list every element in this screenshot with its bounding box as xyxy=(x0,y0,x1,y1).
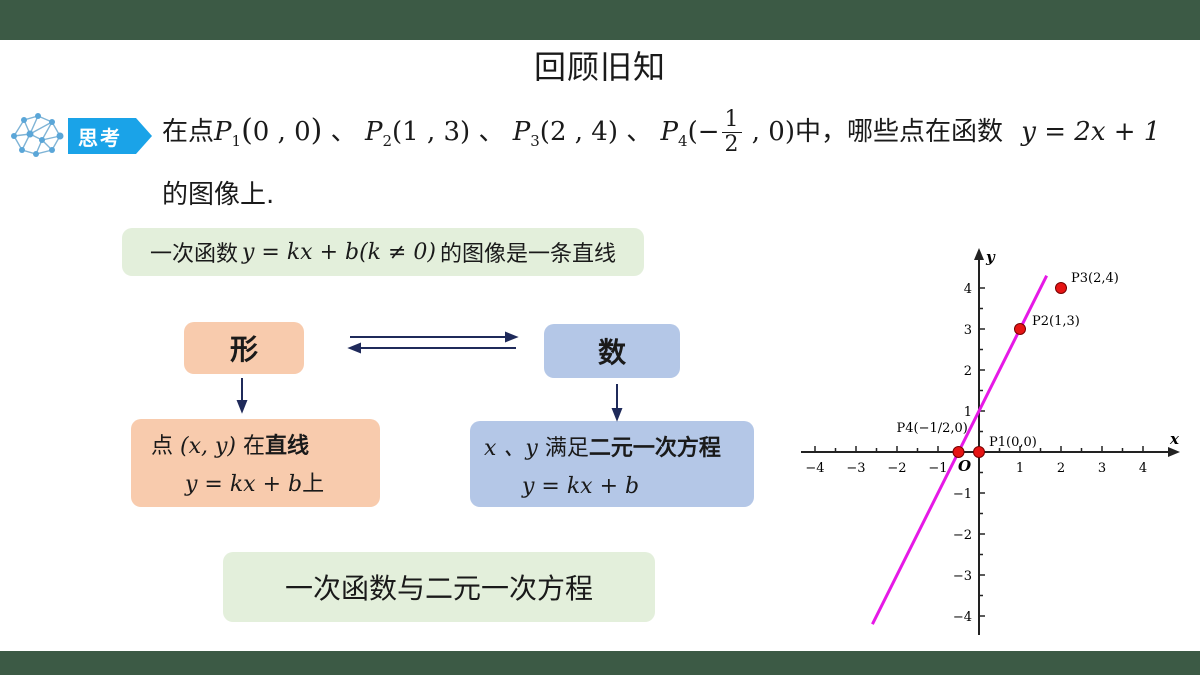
think-badge: 思考 xyxy=(68,118,152,154)
arrow-left-head xyxy=(347,342,361,354)
question-prefix: 在点 xyxy=(162,117,215,147)
arrow-right-head xyxy=(505,331,519,343)
arrow-down-left-head xyxy=(236,400,248,414)
x-tick-label: 3 xyxy=(1098,461,1106,476)
bottom-band xyxy=(0,651,1200,675)
question-tail: 的图像上. xyxy=(162,180,275,211)
y-tick-label: −1 xyxy=(953,487,972,502)
y-tick-label: −3 xyxy=(953,569,972,584)
shape-box: 形 xyxy=(184,322,304,374)
left-text1: 点 xyxy=(151,434,174,459)
left-coord: (x, y) xyxy=(180,434,237,459)
right-text1: 满足 xyxy=(544,435,589,461)
x-tick-label: 2 xyxy=(1057,461,1065,476)
point-p2: P2 xyxy=(364,117,392,151)
theorem-box: 一次函数 y = kx + b(k ≠ 0) 的图像是一条直线 xyxy=(122,228,644,276)
x-tick-label: −4 xyxy=(805,461,824,476)
point-p1: P1 xyxy=(214,117,242,151)
equation-box: x 、y 满足二元一次方程 y = kx + b xyxy=(470,421,754,507)
slide-title: 回顾旧知 xyxy=(533,48,666,86)
point-label-p2: P2(1,3) xyxy=(1032,314,1080,329)
think-badge-label: 思考 xyxy=(78,126,122,150)
left-text2: 在 xyxy=(243,434,266,459)
number-box: 数 xyxy=(544,324,680,378)
y-axis-label: y xyxy=(985,248,996,266)
point-p1-coords: 0 , 0 xyxy=(252,117,311,147)
coordinate-graph: x yO −4 −3 −2 −1 1 2 3 4 4 3 2 1 −1 −2 −3 −4 P1(0,0) P2(1,3… xyxy=(801,248,1180,635)
point-p3-coords: 2 , 4 xyxy=(549,117,608,147)
left-formula: y = kx + b xyxy=(185,472,303,497)
point-p4: P4 xyxy=(660,117,688,151)
x-tick-label: −2 xyxy=(887,461,906,476)
x-tick-label: 4 xyxy=(1139,461,1147,476)
point-label-p3: P3(2,4) xyxy=(1071,271,1119,286)
point-p1 xyxy=(973,446,985,458)
x-tick-label: −3 xyxy=(846,461,865,476)
y-axis-arrow xyxy=(974,248,984,260)
function-formula: y = 2x + 1 xyxy=(1021,117,1161,147)
x-axis-arrow xyxy=(1168,447,1180,457)
y-tick-label: 2 xyxy=(964,364,972,379)
summary-box: 一次函数与二元一次方程 xyxy=(223,552,655,622)
point-label-p4: P4(−1/2,0) xyxy=(897,421,968,436)
theorem-prefix: 一次函数 xyxy=(149,242,238,267)
question-suffix: 中，哪些点在函数 xyxy=(795,117,1004,147)
theorem-suffix: 的图像是一条直线 xyxy=(440,242,617,267)
origin-label: O xyxy=(958,457,971,475)
y-tick-label: −2 xyxy=(953,528,972,543)
left-text3: 上 xyxy=(302,472,325,497)
separator: 、 xyxy=(330,117,357,147)
right-vars: x 、y xyxy=(484,435,538,461)
y-tick-label: 4 xyxy=(964,282,972,297)
left-bold: 直线 xyxy=(265,434,310,459)
x-tick-label: 1 xyxy=(1016,461,1024,476)
point-on-line-box: 点 (x, y) 在直线 y = kx + b上 xyxy=(131,419,380,507)
y-tick-label: −4 xyxy=(953,610,972,625)
top-band xyxy=(0,0,1200,40)
point-p2 xyxy=(1014,323,1026,335)
x-tick-label: −1 xyxy=(928,461,947,476)
question-text: 在点P1(0 , 0) 、 P2(1 , 3) 、 P3(2 , 4) 、 P4… xyxy=(162,107,1161,211)
network-brain-icon xyxy=(11,113,64,157)
separator: 、 xyxy=(478,117,505,147)
y-tick-label: 1 xyxy=(964,405,972,420)
right-formula: y = kx + b xyxy=(522,473,640,499)
point-p3 xyxy=(1055,282,1067,294)
y-tick-label: 3 xyxy=(964,323,972,338)
arrow-down-right-head xyxy=(611,408,623,422)
separator: 、 xyxy=(626,117,653,147)
point-p3: P3 xyxy=(512,117,540,151)
x-axis-label: x xyxy=(1169,430,1180,448)
point-p4 xyxy=(952,446,965,458)
point-p2-coords: 1 , 3 xyxy=(402,117,461,147)
theorem-formula: y = kx + b(k ≠ 0) xyxy=(241,239,436,265)
point-label-p1: P1(0,0) xyxy=(989,435,1037,450)
right-bold: 二元一次方程 xyxy=(588,435,721,461)
